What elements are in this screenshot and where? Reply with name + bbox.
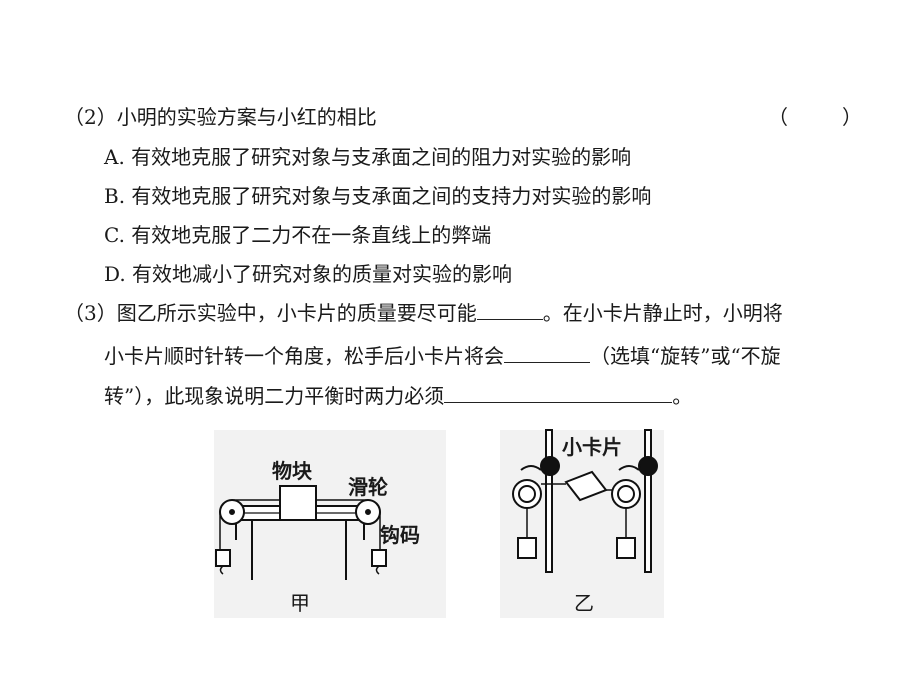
rod-right: [644, 429, 652, 573]
q3-line-2-end: （选填“旋转”或“不旋: [590, 344, 781, 368]
weight-left: [517, 537, 537, 559]
q2-stem: （2）小明的实验方案与小红的相比: [64, 105, 377, 129]
pulley-left-axle: [229, 509, 235, 515]
q3-line-2: 小卡片顺时针转一个角度，松手后小卡片将会 （选填“旋转”或“不旋: [104, 342, 781, 370]
block: [279, 485, 317, 521]
clamp-left: [540, 456, 560, 476]
hook-right: [375, 565, 380, 575]
answer-blank-3[interactable]: [444, 384, 673, 403]
figure-jia: [215, 485, 387, 580]
clamp-right: [638, 456, 658, 476]
pulley-right-axle: [365, 509, 371, 515]
hook-left: [219, 565, 224, 575]
option-a: A. 有效地克服了研究对象与支承面之间的阻力对实验的影响: [104, 145, 632, 169]
clamp-arm-right: [618, 465, 640, 471]
q3-line-3-end: 。: [672, 384, 693, 408]
clamp-arm-left: [520, 465, 542, 471]
q3-line-3: 转”），此现象说明二力平衡时两力必须 。: [104, 382, 692, 410]
pulley-right-inner: [617, 485, 635, 503]
caption-yi: 乙: [574, 591, 594, 615]
q3-line-1: （3）图乙所示实验中，小卡片的质量要尽可能 。在小卡片静止时，小明将: [64, 299, 783, 327]
answer-paren-left: （: [768, 105, 788, 129]
weight-left: [215, 549, 231, 567]
answer-blank-2[interactable]: [504, 344, 590, 363]
label-pulley: 滑轮: [348, 475, 388, 499]
label-weight: 钩码: [380, 523, 420, 547]
option-b: B. 有效地克服了研究对象与支承面之间的支持力对实验的影响: [104, 184, 652, 208]
label-card: 小卡片: [560, 435, 624, 459]
label-block: 物块: [272, 459, 312, 483]
weight-right: [371, 549, 387, 567]
q3-line-3-start: 转”），此现象说明二力平衡时两力必须: [104, 384, 445, 408]
weight-right: [616, 537, 636, 559]
option-d: D. 有效地减小了研究对象的质量对实验的影响: [104, 262, 513, 286]
pulley-left-inner: [518, 485, 536, 503]
q3-line-2-start: 小卡片顺时针转一个角度，松手后小卡片将会: [104, 344, 504, 368]
q3-line-1-start: （3）图乙所示实验中，小卡片的质量要尽可能: [64, 301, 477, 325]
pulley-right: [611, 479, 641, 509]
rod-left: [545, 429, 553, 573]
q3-line-1-end: 。在小卡片静止时，小明将: [542, 301, 783, 325]
answer-blank-1[interactable]: [476, 301, 543, 320]
pulley-left: [512, 479, 542, 509]
answer-paren-right: ）: [842, 105, 862, 129]
figure-yi: [512, 429, 658, 573]
caption-jia: 甲: [290, 591, 310, 615]
option-c: C. 有效地克服了二力不在一条直线上的弊端: [104, 223, 492, 247]
